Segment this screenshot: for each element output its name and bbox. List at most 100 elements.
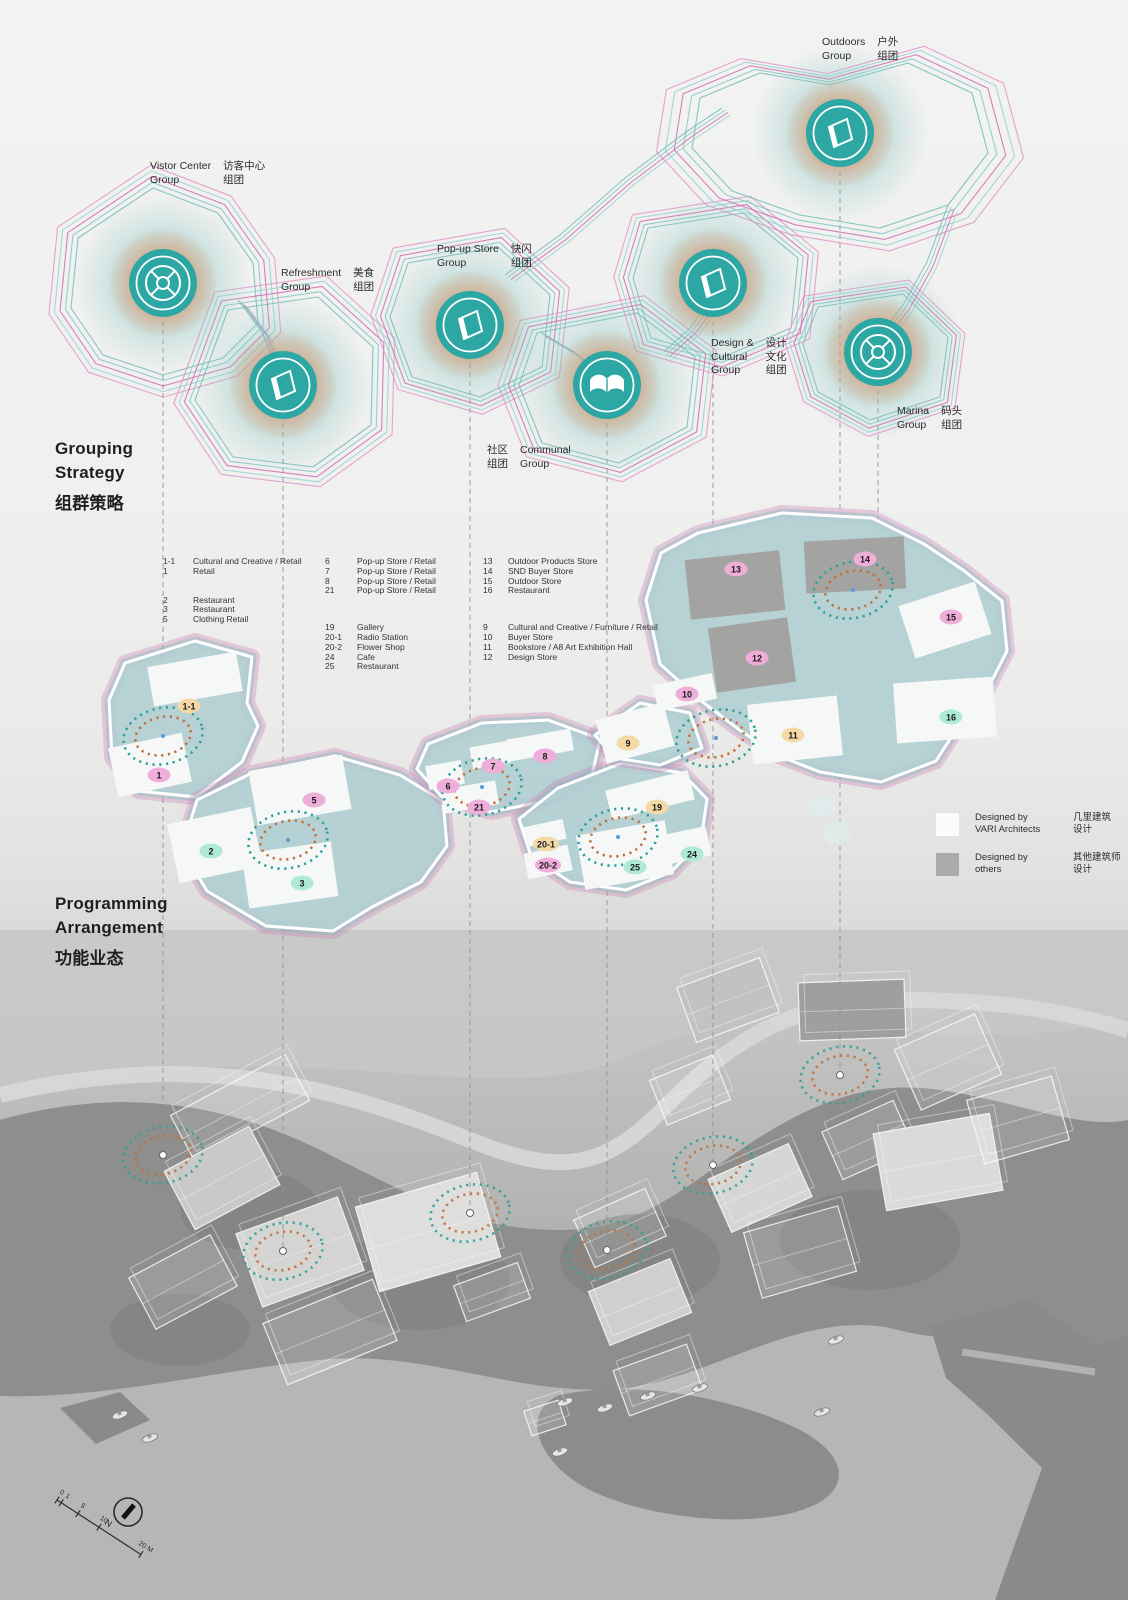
grouping-strategy-title: Grouping Strategy 组群策略 [55,437,133,515]
program-label: Retail [193,565,215,576]
program-label: Pop-up Store / Retail [357,585,436,596]
program-label: Flower Shop [357,641,405,652]
grouping-title-line2: Strategy [55,462,125,482]
boat [639,1391,657,1401]
program-legend-item: 3 Restaurant [163,605,302,615]
contour-outline [189,291,379,473]
group-node-refreshment-group [195,297,371,473]
designed-by-others-en: Designed by others [975,852,1028,876]
boat [691,1383,709,1393]
site-building [797,970,913,1042]
site-building [235,1186,368,1308]
group-label-col2: 码头 组团 [941,405,963,431]
program-label: SND Buyer Store [508,565,574,576]
program-number: 19 [325,622,335,633]
program-label: Pop-up Store / Retail [357,575,436,586]
unit-badge-6: 6 [436,778,460,794]
group-label-marina-group: Marina Group 码头 组团 [897,405,962,432]
unit-badge-2: 2 [199,843,223,859]
designed-by-vari-en: Designed by VARI Architects [975,812,1041,836]
contour-outline [173,275,396,488]
unit-badge-15: 15 [939,609,963,625]
program-label: Gallery [357,622,384,633]
site-building [648,1044,734,1126]
group-label-col2: 户外 组团 [877,36,899,62]
site-building [675,947,783,1044]
unit-badge-21: 21 [467,799,491,815]
unit-badge-1-1: 1-1 [177,698,201,714]
boat [556,1397,574,1407]
building-vari [595,702,675,764]
program-number: 21 [325,585,335,596]
group-label-col1: Design & Cultural Group [711,337,754,377]
program-number: 8 [325,575,330,586]
program-label: Restaurant [193,604,235,615]
program-number: 15 [483,575,493,586]
program-label: Clothing Retail [193,614,249,625]
grouping-title-zh: 组群策略 [55,493,124,513]
program-number: 1-1 [163,556,176,566]
program-number: 1 [163,565,168,576]
group-label-col1: Vistor Center Group [150,160,212,186]
group-label-outdoors-group: Outdoors Group 户外 组团 [822,36,898,63]
boat [111,1410,129,1420]
site-building [587,1248,695,1347]
group-label-col1: 社区 组团 [487,444,508,470]
unit-badge-14: 14 [853,551,877,567]
site-building [452,1252,534,1323]
unit-badge-5: 5 [302,792,326,808]
unit-badge-12: 12 [745,650,769,666]
program-label: Restaurant [193,594,235,605]
boat [827,1335,845,1345]
site-terrain [0,930,1128,1600]
site-building [612,1333,707,1417]
program-number: 11 [483,641,492,652]
building-vari [108,732,192,798]
group-label-col2: 设计 文化 组团 [765,337,787,377]
unit-badge-3: 3 [290,875,314,891]
group-label-col1: Marina Group [897,405,930,431]
program-label: Buyer Store [508,631,553,642]
site-building [742,1195,861,1299]
group-label-col1: Outdoors Group [822,36,866,62]
designed-by-others-zh: 其他建筑师 设计 [1073,852,1121,876]
programming-title-zh: 功能业态 [55,948,124,968]
designed-by-others-swatch [936,853,959,876]
building-others [803,536,907,594]
program-label: Design Store [508,651,558,662]
group-node-popup-store-group [382,237,558,413]
program-number: 10 [483,631,493,642]
unit-badge-7: 7 [481,758,505,774]
programming-title-line1: Programming [55,894,168,913]
boat [551,1447,569,1457]
program-number: 3 [163,604,168,615]
programming-arrangement-title: Programming Arrangement 功能业态 [55,892,168,970]
site-building [573,1177,670,1269]
north-label: N [103,1517,114,1529]
program-legend-item: 10 Buyer Store [483,631,658,643]
program-number: 20-1 [325,631,343,642]
program-number: 13 [483,556,493,566]
building-vari [605,770,695,820]
program-legend-item: 21 Pop-up Store / Retail [325,586,436,596]
scale-label: 1 [64,1493,71,1501]
building-vari [241,841,339,909]
group-disc [844,318,912,386]
program-blobs [101,505,1015,939]
building-vari [506,728,574,762]
